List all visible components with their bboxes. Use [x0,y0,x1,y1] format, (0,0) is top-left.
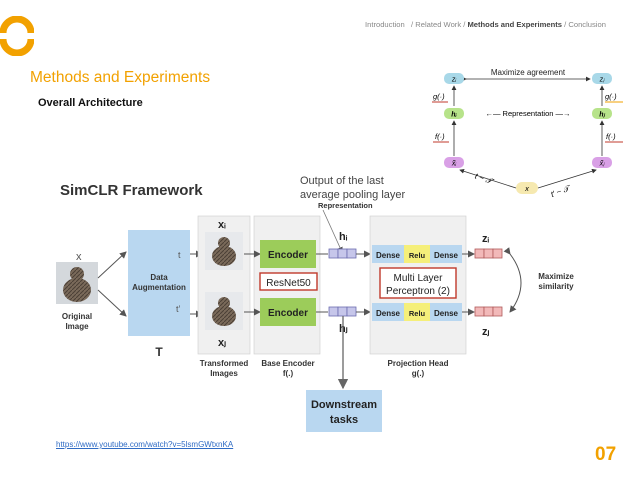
zj-node [592,73,612,84]
zi-node [444,73,464,84]
zi-vector [474,248,503,259]
representation-caption: Representation [318,201,373,210]
transformed-images-label-1: Transformed [200,359,249,368]
xi-node [444,157,464,168]
original-image-label-1: Original [62,312,92,321]
g-right-label: g(·) [605,92,617,101]
xj-label: xⱼ [218,337,226,349]
dense-label-top-1: Dense [376,251,401,260]
output-note-line1: Output of the last [300,175,384,187]
breadcrumb: Introduction / Related Work / Methods an… [365,20,606,29]
t-prime-label: t’ [176,304,181,314]
encoder-block-bottom [260,298,316,326]
relu-label-top: Relu [409,251,426,260]
hi-label: hᵢ [339,231,348,243]
resnet50-label: ResNet50 [266,278,311,289]
dense-label-bottom-1: Dense [376,309,401,318]
f-left-label: f(·) [435,132,445,141]
maximize-similarity-label-2: similarity [538,282,574,291]
data-augmentation-label-1: Data [150,273,168,282]
downstream-tasks-label-1: Downstream [311,399,377,411]
nav-separator: / [564,20,567,29]
dense-label-top-2: Dense [434,251,459,260]
x-label: x [524,184,529,193]
youtube-link[interactable]: https://www.youtube.com/watch?v=5lsmGWtx… [56,440,234,449]
dense-label-bottom-2: Dense [434,309,459,318]
representation-label: ←— Representation —→ [485,109,570,118]
base-encoder-label-1: Base Encoder [261,359,314,368]
g-left-label: g(·) [433,92,445,101]
projection-head-label-1: Projection Head [388,359,449,368]
f-right-label: f(·) [606,132,616,141]
dense-block-bottom-1 [372,303,404,321]
maximize-similarity-label-1: Maximize [538,272,574,281]
hi-label: hᵢ [451,112,457,119]
data-augmentation-block [128,230,190,336]
mlp-box [379,267,457,299]
output-note-line2: average pooling layer [300,189,406,201]
base-encoder-label-2: f(.) [283,369,294,378]
data-augmentation-label-2: Augmentation [132,283,186,292]
t-label: t [178,250,181,260]
xi-label: xᵢ [218,219,226,231]
x-input-label: x [76,251,82,263]
framework-title: SimCLR Framework [60,182,203,199]
relu-block-bottom [404,303,430,321]
zi-label: zᵢ [482,233,490,245]
zi-label: zᵢ [451,77,457,84]
relu-label-bottom: Relu [409,309,426,318]
page-number: 07 [595,444,617,465]
hj-vector [328,306,357,317]
zj-label: zⱼ [599,77,606,84]
hi-vector [328,248,357,259]
brand-logo-icon [0,16,34,56]
x-node [516,182,538,194]
xj-node [592,157,612,168]
maximize-agreement-label: Maximize agreement [491,68,566,77]
simclr-paper-diagram: Maximize agreement zᵢ zⱼ g(·) g(·) hᵢ hⱼ… [432,68,623,199]
encoder-bottom-label: Encoder [268,308,308,319]
dense-block-bottom-2 [430,303,462,321]
hi-node [444,108,464,119]
hj-label: hⱼ [599,112,605,119]
original-image-label-2: Image [65,322,89,331]
encoder-top-label: Encoder [268,250,308,261]
nav-introduction[interactable]: Introduction [365,20,405,29]
simclr-framework-diagram: SimCLR Framework Output of the last aver… [56,175,574,432]
mlp-label-1: Multi Layer [394,273,444,284]
section-subtitle: Overall Architecture [38,97,143,109]
dense-block-top-1 [372,245,404,263]
resnet50-box [259,272,318,291]
t-set-label: T [155,345,163,359]
projection-head-label-2: g(.) [412,369,425,378]
zj-label: zⱼ [482,326,490,338]
transformed-images-label-2: Images [210,369,238,378]
mlp-label-2: Perceptron (2) [386,286,450,297]
nav-conclusion[interactable]: Conclusion [568,20,606,29]
xj-label: x̃ⱼ [599,161,606,168]
dense-block-top-2 [430,245,462,263]
page-title: Methods and Experiments [30,69,211,86]
xi-label: x̃ᵢ [451,161,457,168]
downstream-tasks-label-2: tasks [330,414,358,426]
nav-methods[interactable]: Methods and Experiments [467,20,562,29]
hj-node [592,108,612,119]
maximize-similarity-arc [503,247,522,313]
encoder-block-top [260,240,316,268]
nav-related-work[interactable]: / Related Work / [411,20,466,29]
downstream-tasks-block [306,390,382,432]
zj-vector [474,306,503,317]
relu-block-top [404,245,430,263]
